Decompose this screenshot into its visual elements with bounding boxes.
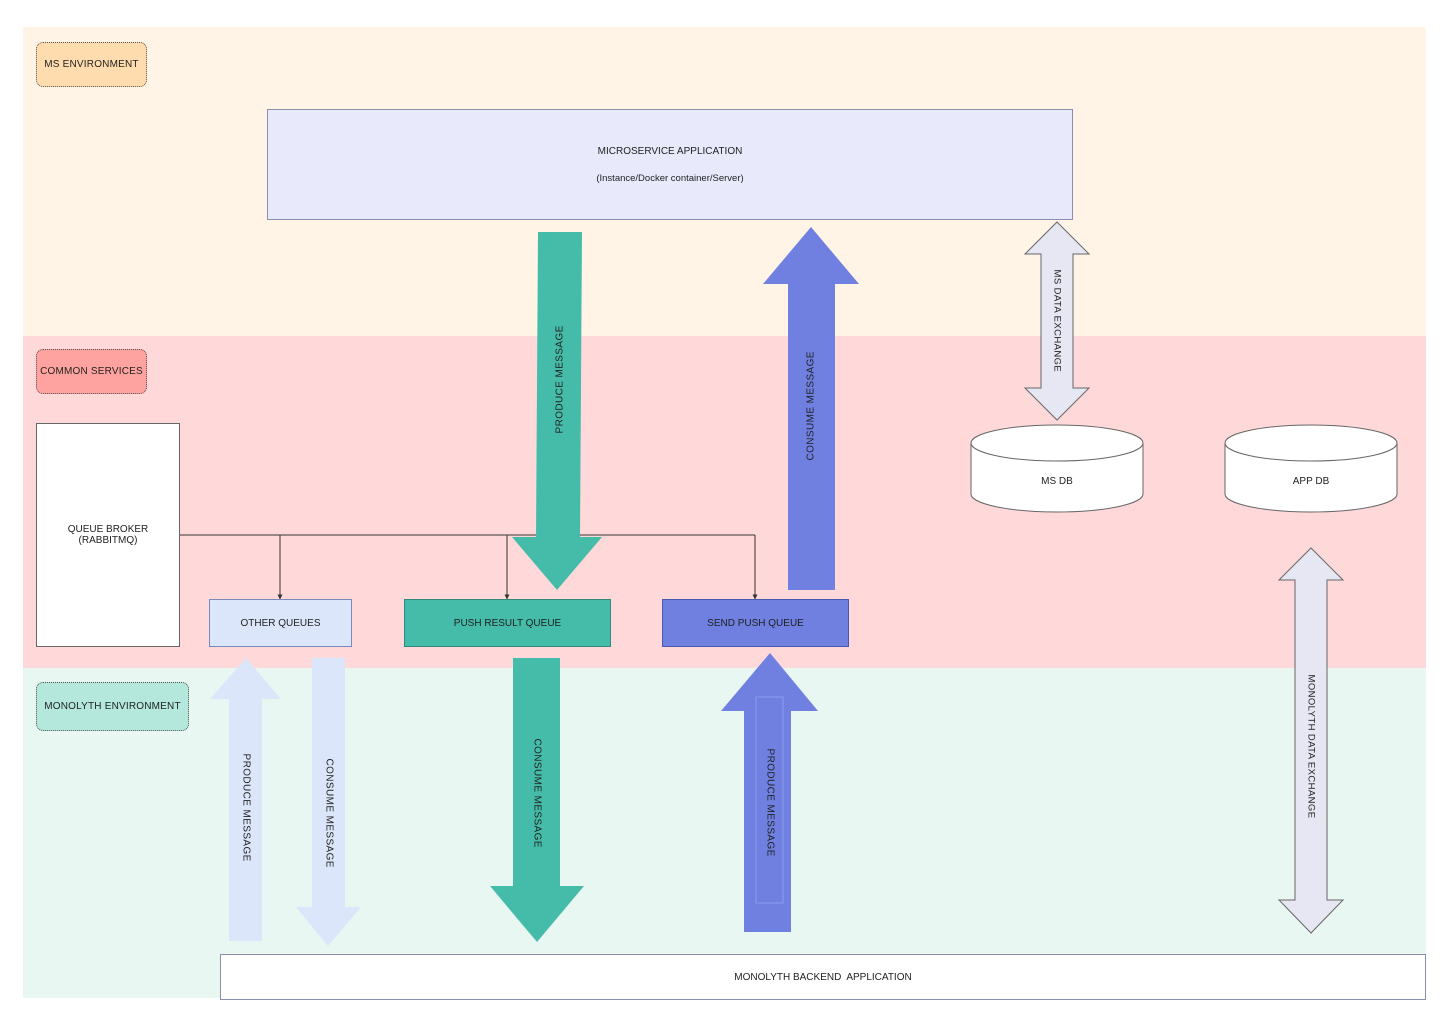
queue-broker-type: (RABBITMQ) bbox=[78, 535, 138, 546]
mono-produce-push-arrow bbox=[721, 653, 818, 932]
monolyth-backend-application-box[interactable]: MONOLYTH BACKEND APPLICATION bbox=[220, 954, 1426, 1000]
mono-consume-result-label: CONSUME MESSAGE bbox=[531, 738, 543, 848]
app-db-label: APP DB bbox=[1292, 475, 1330, 487]
send-push-queue-box[interactable]: SEND PUSH QUEUE bbox=[662, 599, 849, 647]
ms-environment-label: MS ENVIRONMENT bbox=[36, 42, 147, 87]
ms-produce-label: PRODUCE MESSAGE bbox=[554, 325, 566, 434]
ms-db-cylinder[interactable] bbox=[970, 424, 1144, 513]
push-result-queue-box[interactable]: PUSH RESULT QUEUE bbox=[404, 599, 611, 647]
ms-db-label: MS DB bbox=[1041, 475, 1073, 487]
mono-data-exchange-arrow bbox=[1277, 547, 1345, 934]
microservice-application-title: MICROSERVICE APPLICATION bbox=[597, 145, 743, 157]
mono-produce-other-arrow bbox=[210, 658, 281, 941]
mono-produce-push-label: PRODUCE MESSAGE bbox=[764, 748, 776, 857]
queue-broker-name: QUEUE BROKER bbox=[67, 524, 149, 535]
ms-consume-label: CONSUME MESSAGE bbox=[805, 351, 817, 461]
ms-produce-arrow bbox=[512, 232, 602, 590]
mono-produce-push-inner-highlight bbox=[755, 696, 784, 904]
mono-consume-result-arrow bbox=[490, 658, 584, 942]
queue-broker-box[interactable]: QUEUE BROKER (RABBITMQ) bbox=[36, 423, 180, 647]
mono-data-exchange-label: MONOLYTH DATA EXCHANGE bbox=[1305, 674, 1317, 819]
mono-produce-other-label: PRODUCE MESSAGE bbox=[240, 753, 252, 862]
mono-consume-other-label: CONSUME MESSAGE bbox=[323, 758, 335, 868]
monolyth-environment-label: MONOLYTH ENVIRONMENT bbox=[36, 682, 189, 731]
ms-consume-arrow bbox=[763, 227, 859, 590]
app-db-cylinder[interactable] bbox=[1224, 424, 1398, 513]
common-services-label: COMMON SERVICES bbox=[36, 349, 147, 394]
microservice-application-box[interactable]: MICROSERVICE APPLICATION (Instance/Docke… bbox=[267, 109, 1073, 220]
ms-data-exchange-label: MS DATA EXCHANGE bbox=[1051, 269, 1063, 373]
microservice-application-subtitle: (Instance/Docker container/Server) bbox=[596, 172, 744, 184]
mono-consume-other-arrow bbox=[296, 658, 361, 946]
other-queues-box[interactable]: OTHER QUEUES bbox=[209, 599, 352, 647]
ms-data-exchange-arrow bbox=[1023, 221, 1091, 421]
